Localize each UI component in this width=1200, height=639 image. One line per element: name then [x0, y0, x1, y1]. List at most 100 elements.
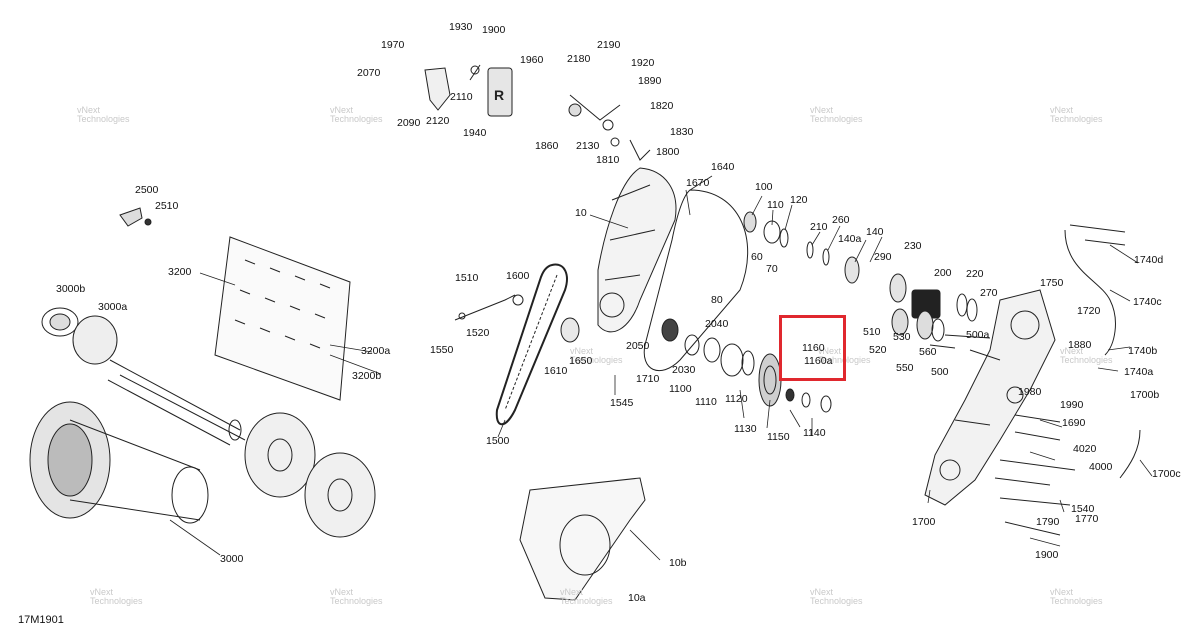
part-callout[interactable]: 260	[832, 214, 850, 226]
part-callout[interactable]: 1900	[482, 24, 506, 36]
part-callout[interactable]: 1100	[669, 383, 692, 395]
svg-text:R: R	[494, 87, 504, 103]
highlighted-callout-1160[interactable]: 1160	[802, 342, 825, 354]
part-callout[interactable]: 10a	[628, 592, 646, 604]
part-callout[interactable]: 1820	[650, 100, 674, 112]
part-callout[interactable]: 2050	[626, 340, 650, 352]
part-callout[interactable]: 270	[980, 287, 998, 299]
part-callout[interactable]: 1990	[1060, 399, 1084, 411]
part-callout[interactable]: 2030	[672, 364, 696, 376]
part-callout[interactable]: 3200	[168, 266, 192, 278]
part-callout[interactable]: 1700	[912, 516, 936, 528]
part-callout[interactable]: 3200b	[352, 370, 382, 382]
part-callout[interactable]: 1740a	[1124, 366, 1154, 378]
part-callout[interactable]: 10b	[669, 557, 687, 569]
part-callout[interactable]: 4000	[1089, 461, 1113, 473]
part-callout[interactable]: 1650	[569, 355, 593, 367]
part-callout[interactable]: 2130	[576, 140, 600, 152]
part-callout[interactable]: 2500	[135, 184, 159, 196]
part-callout[interactable]: 210	[810, 221, 828, 233]
part-callout[interactable]: 1550	[430, 344, 454, 356]
part-callout[interactable]: 1740b	[1128, 345, 1158, 357]
part-callout[interactable]: 1700b	[1130, 389, 1160, 401]
part-callout[interactable]: 1940	[463, 127, 487, 139]
part-callout[interactable]: 2110	[450, 91, 473, 103]
part-callout[interactable]: 1890	[638, 75, 662, 87]
part-callout[interactable]: 2190	[597, 39, 621, 51]
part-callout[interactable]: 2510	[155, 200, 179, 212]
highlighted-callout-1160a[interactable]: 1160a	[804, 355, 833, 367]
part-callout[interactable]: 510	[863, 326, 881, 338]
part-callout[interactable]: 100	[755, 181, 773, 193]
part-callout[interactable]: 1930	[449, 21, 473, 33]
part-callout[interactable]: 80	[711, 294, 723, 306]
part-callout[interactable]: 220	[966, 268, 984, 280]
part-callout[interactable]: 1740c	[1133, 296, 1162, 308]
part-callout[interactable]: 2120	[426, 115, 450, 127]
part-callout[interactable]: 3000b	[56, 283, 86, 295]
part-callout[interactable]: 1710	[636, 373, 660, 385]
part-callout[interactable]: 1140	[803, 427, 826, 439]
part-callout[interactable]: 200	[934, 267, 952, 279]
part-callout[interactable]: 520	[869, 344, 887, 356]
part-callout[interactable]: 1770	[1075, 513, 1099, 525]
part-callout[interactable]: 1690	[1062, 417, 1086, 429]
part-callout[interactable]: 1720	[1077, 305, 1101, 317]
bottom-cover-plate	[519, 477, 646, 601]
part-callout[interactable]: 1700c	[1152, 468, 1181, 480]
part-callout[interactable]: 140	[866, 226, 884, 238]
part-callout[interactable]: 1500	[486, 435, 510, 447]
part-callout[interactable]: 1130	[734, 423, 757, 435]
part-callout[interactable]: 1740d	[1134, 254, 1164, 266]
part-callout[interactable]: 1980	[1018, 386, 1042, 398]
part-callout[interactable]: 3000	[220, 553, 244, 565]
part-callout[interactable]: 2090	[397, 117, 421, 129]
part-callout[interactable]: 1670	[686, 177, 710, 189]
part-callout[interactable]: 10	[575, 207, 587, 219]
part-callout[interactable]: 1540	[1071, 503, 1095, 515]
part-callout[interactable]: 3000a	[98, 301, 128, 313]
part-callout[interactable]: 230	[904, 240, 922, 252]
part-callout[interactable]: 1860	[535, 140, 559, 152]
part-callout[interactable]: 3200a	[361, 345, 391, 357]
part-callout[interactable]: 560	[919, 346, 937, 358]
part-callout[interactable]: 110	[767, 199, 784, 211]
part-callout[interactable]: 60	[751, 251, 763, 263]
part-callout[interactable]: 1920	[631, 57, 655, 69]
part-callout[interactable]: 1610	[544, 365, 568, 377]
part-callout[interactable]: 1520	[466, 327, 490, 339]
part-callout[interactable]: 530	[893, 331, 911, 343]
part-callout[interactable]: 1880	[1068, 339, 1092, 351]
part-callout[interactable]: 1810	[596, 154, 620, 166]
part-callout[interactable]: 1800	[656, 146, 680, 158]
part-callout[interactable]: 1790	[1036, 516, 1060, 528]
part-callout[interactable]: 1830	[670, 126, 694, 138]
part-callout[interactable]: 1510	[455, 272, 479, 284]
part-callout[interactable]: 2180	[567, 53, 591, 65]
part-callout[interactable]: 290	[874, 251, 892, 263]
part-callout[interactable]: 70	[766, 263, 778, 275]
part-callout[interactable]: 140a	[838, 233, 862, 245]
part-callout[interactable]: 1545	[610, 397, 634, 409]
part-callout[interactable]: 1600	[506, 270, 530, 282]
part-callout[interactable]: 500a	[966, 329, 990, 341]
part-callout[interactable]: 120	[790, 194, 808, 206]
part-callout[interactable]: 1750	[1040, 277, 1064, 289]
part-callout[interactable]: 1120	[725, 393, 748, 405]
part-callout[interactable]: 2040	[705, 318, 729, 330]
part-callout[interactable]: 1150	[767, 431, 790, 443]
part-callout[interactable]: 4020	[1073, 443, 1097, 455]
part-callout[interactable]: 1640	[711, 161, 735, 173]
part-callout[interactable]: 1970	[381, 39, 405, 51]
part-callout[interactable]: 1960	[520, 54, 544, 66]
part-callout[interactable]: 500	[931, 366, 949, 378]
part-callout[interactable]: 550	[896, 362, 914, 374]
part-callout[interactable]: 1110	[695, 396, 717, 408]
part-callout[interactable]: 1900	[1035, 549, 1059, 561]
part-callout[interactable]: 2070	[357, 67, 381, 79]
